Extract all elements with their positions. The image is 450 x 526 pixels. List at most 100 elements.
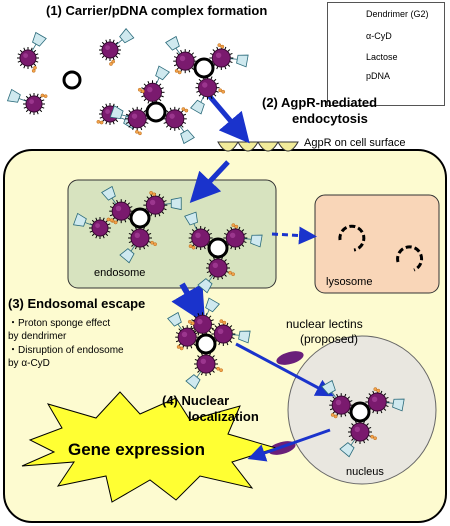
pdna-icon xyxy=(145,101,167,123)
lactose-icon xyxy=(33,65,37,70)
cyd-icon xyxy=(170,197,182,211)
arrow-endosomal-escape xyxy=(171,282,206,324)
agpr-receptors xyxy=(217,141,299,152)
free-pdna xyxy=(62,70,82,90)
lactose-icon xyxy=(111,59,116,64)
legend: Dendrimer (G2) α-CyD Lactose pDNA xyxy=(327,2,445,106)
lactose-icon xyxy=(333,414,338,419)
carrier-pdna-complex xyxy=(165,35,249,115)
lactose-icon xyxy=(191,245,196,250)
lactose-icon xyxy=(149,190,153,195)
carrier-pdna-complex xyxy=(167,297,251,390)
lysosome-label: lysosome xyxy=(326,276,373,288)
lactose-icon xyxy=(373,436,377,441)
lactose-icon xyxy=(219,368,223,373)
lactose-icon xyxy=(43,94,48,99)
lactose-icon xyxy=(137,87,142,92)
lactose-icon xyxy=(106,217,111,222)
dendrimer-icon xyxy=(190,312,215,337)
gene-expression-label: Gene expression xyxy=(68,440,206,459)
free-carrier xyxy=(6,88,48,115)
lactose-icon xyxy=(174,69,179,73)
dendrimer-icon xyxy=(209,46,234,70)
legend-cyd-label: α-CyD xyxy=(366,31,392,41)
lectin-upper xyxy=(276,351,304,365)
lactose-icon xyxy=(109,62,113,66)
endosome-label: endosome xyxy=(94,267,146,279)
free-carrier xyxy=(17,31,47,73)
cyd-icon xyxy=(180,129,195,145)
lactose-icon xyxy=(376,388,381,393)
cyd-icon xyxy=(197,278,213,294)
carrier-pdna-complex xyxy=(321,379,405,458)
lactose-icon xyxy=(231,223,236,228)
pdna-icon xyxy=(349,401,371,423)
arrow-to-endosome xyxy=(189,160,230,203)
cyd-icon xyxy=(190,99,205,115)
lactose-icon xyxy=(231,272,235,277)
lactose-icon xyxy=(31,68,36,73)
lactose-icon xyxy=(219,319,224,324)
dendrimer-icon xyxy=(329,393,354,418)
cyd-icon xyxy=(236,54,249,68)
lactose-icon xyxy=(138,131,142,136)
cyd-icon xyxy=(119,248,135,264)
escape-note-1: ・Proton sponge effect xyxy=(8,318,111,329)
nuclear-lectins-label-1: nuclear lectins xyxy=(286,317,363,331)
lactose-icon xyxy=(113,220,118,225)
carrier-pdna-complex xyxy=(101,185,182,264)
cyd-icon xyxy=(155,65,170,81)
lactose-icon xyxy=(190,321,195,326)
free-carrier xyxy=(72,212,114,239)
cyd-icon xyxy=(32,31,47,47)
escape-note-4: by α-CyD xyxy=(8,358,50,369)
lactose-icon xyxy=(109,218,114,223)
escape-note-3: ・Disruption of endosome xyxy=(8,345,124,356)
arrow-to-gene-expression xyxy=(247,428,331,462)
step4-title-line1: (4) Nuclear xyxy=(162,393,230,408)
lactose-icon xyxy=(140,89,145,94)
escape-note-2: by dendrimer xyxy=(8,331,67,342)
dendrimer-icon xyxy=(143,193,168,218)
cyd-icon xyxy=(238,330,251,344)
nuclear-lectins-label-2: (proposed) xyxy=(300,332,359,346)
agpr-label: AgpR on cell surface xyxy=(304,137,406,149)
carrier-pdna-complex xyxy=(109,65,195,145)
cyd-icon xyxy=(109,105,124,120)
arrow-to-nucleus xyxy=(235,342,334,397)
lactose-icon xyxy=(177,70,182,75)
cyd-icon xyxy=(165,35,180,51)
nucleus-label: nucleus xyxy=(346,466,384,478)
step1-title: (1) Carrier/pDNA complex formation xyxy=(46,3,268,18)
lactose-icon xyxy=(221,89,226,94)
cyd-icon xyxy=(321,379,336,395)
cyd-icon xyxy=(250,234,263,248)
dendrimer-icon xyxy=(125,106,150,131)
lactose-icon xyxy=(96,119,101,124)
lactose-icon xyxy=(234,224,239,229)
pdna-icon xyxy=(195,333,217,355)
arrow-to-receptor xyxy=(204,90,250,144)
dendrimer-icon xyxy=(162,106,187,131)
lactose-icon xyxy=(184,108,189,113)
cyd-icon xyxy=(6,88,21,103)
dendrimer-icon xyxy=(194,352,218,376)
lactose-icon xyxy=(188,244,193,248)
lactose-icon xyxy=(220,44,225,49)
dendrimer-icon xyxy=(17,47,39,69)
dendrimer-icon xyxy=(206,256,230,280)
lactose-icon xyxy=(152,192,156,197)
cyd-icon xyxy=(72,212,87,227)
lactose-icon xyxy=(153,242,157,247)
dendrimer-icon xyxy=(99,39,121,61)
lactose-icon xyxy=(222,320,227,325)
lactose-icon xyxy=(330,413,335,417)
step4-title-line2: localization xyxy=(188,409,259,424)
lactose-icon xyxy=(135,129,139,134)
lactose-icon xyxy=(216,366,220,371)
gene-expression-burst xyxy=(21,391,278,503)
step3-title: (3) Endosomal escape xyxy=(8,296,146,311)
lysosome-fragment-2 xyxy=(396,245,424,272)
lactose-icon xyxy=(218,88,223,93)
complexes xyxy=(6,28,405,458)
